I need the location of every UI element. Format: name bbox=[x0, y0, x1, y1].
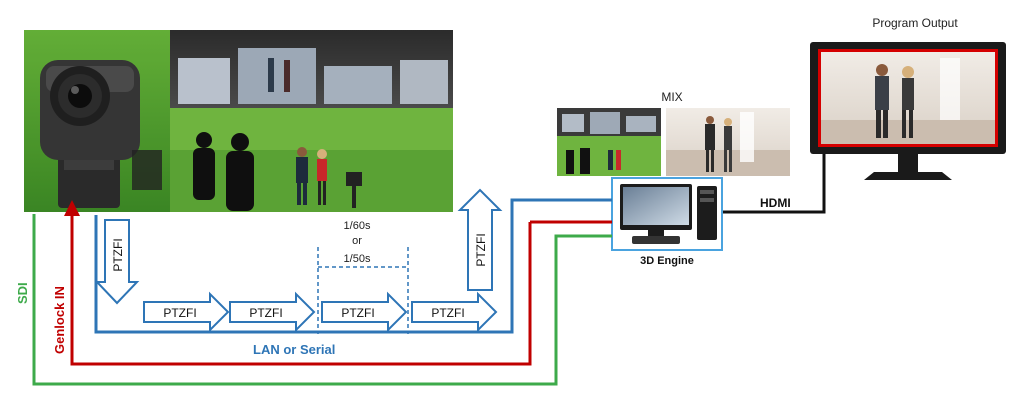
frame-interval-marker bbox=[317, 247, 409, 334]
mix-label: MIX bbox=[661, 90, 682, 104]
rate-label-or: or bbox=[352, 235, 362, 247]
sdi-label: SDI bbox=[15, 282, 30, 304]
packet-stream-arrow: PTZFI bbox=[143, 291, 230, 333]
packet-stream-arrow: PTZFI bbox=[411, 291, 498, 333]
hdmi-label: HDMI bbox=[760, 196, 791, 210]
lan-label: LAN or Serial bbox=[253, 342, 335, 357]
rate-label-60: 1/60s bbox=[344, 220, 371, 232]
packet-stream-arrow: PTZFI bbox=[229, 291, 316, 333]
mix-render-thumbnail bbox=[666, 108, 790, 176]
packet-stream-label: PTZFI bbox=[341, 306, 374, 320]
program-output-label: Program Output bbox=[872, 16, 958, 30]
packet-stream-label: PTZFI bbox=[163, 306, 196, 320]
packet-stream-label: PTZFI bbox=[249, 306, 282, 320]
packet-stream-arrow: PTZFI bbox=[321, 291, 408, 333]
lan-line bbox=[94, 198, 612, 334]
rate-label-50: 1/50s bbox=[344, 253, 371, 265]
packet-arrow-up: PTZFI bbox=[457, 188, 503, 291]
sdi-line bbox=[32, 214, 612, 386]
packet-down-label: PTZFI bbox=[111, 238, 125, 271]
studio-photo bbox=[170, 30, 453, 212]
packet-stream-label: PTZFI bbox=[431, 306, 464, 320]
genlock-line bbox=[70, 212, 532, 366]
camera-photo bbox=[24, 30, 170, 212]
packet-arrow-down: PTZFI bbox=[94, 219, 140, 305]
program-output-monitor bbox=[810, 42, 1006, 180]
genlock-arrowhead-icon bbox=[64, 200, 80, 216]
engine-label: 3D Engine bbox=[640, 255, 694, 267]
engine-computer-icon bbox=[611, 177, 723, 251]
packet-up-label: PTZFI bbox=[474, 233, 488, 266]
hdmi-cable-line bbox=[720, 154, 826, 214]
mix-studio-thumbnail bbox=[557, 108, 661, 176]
genlock-label: Genlock IN bbox=[52, 286, 67, 354]
